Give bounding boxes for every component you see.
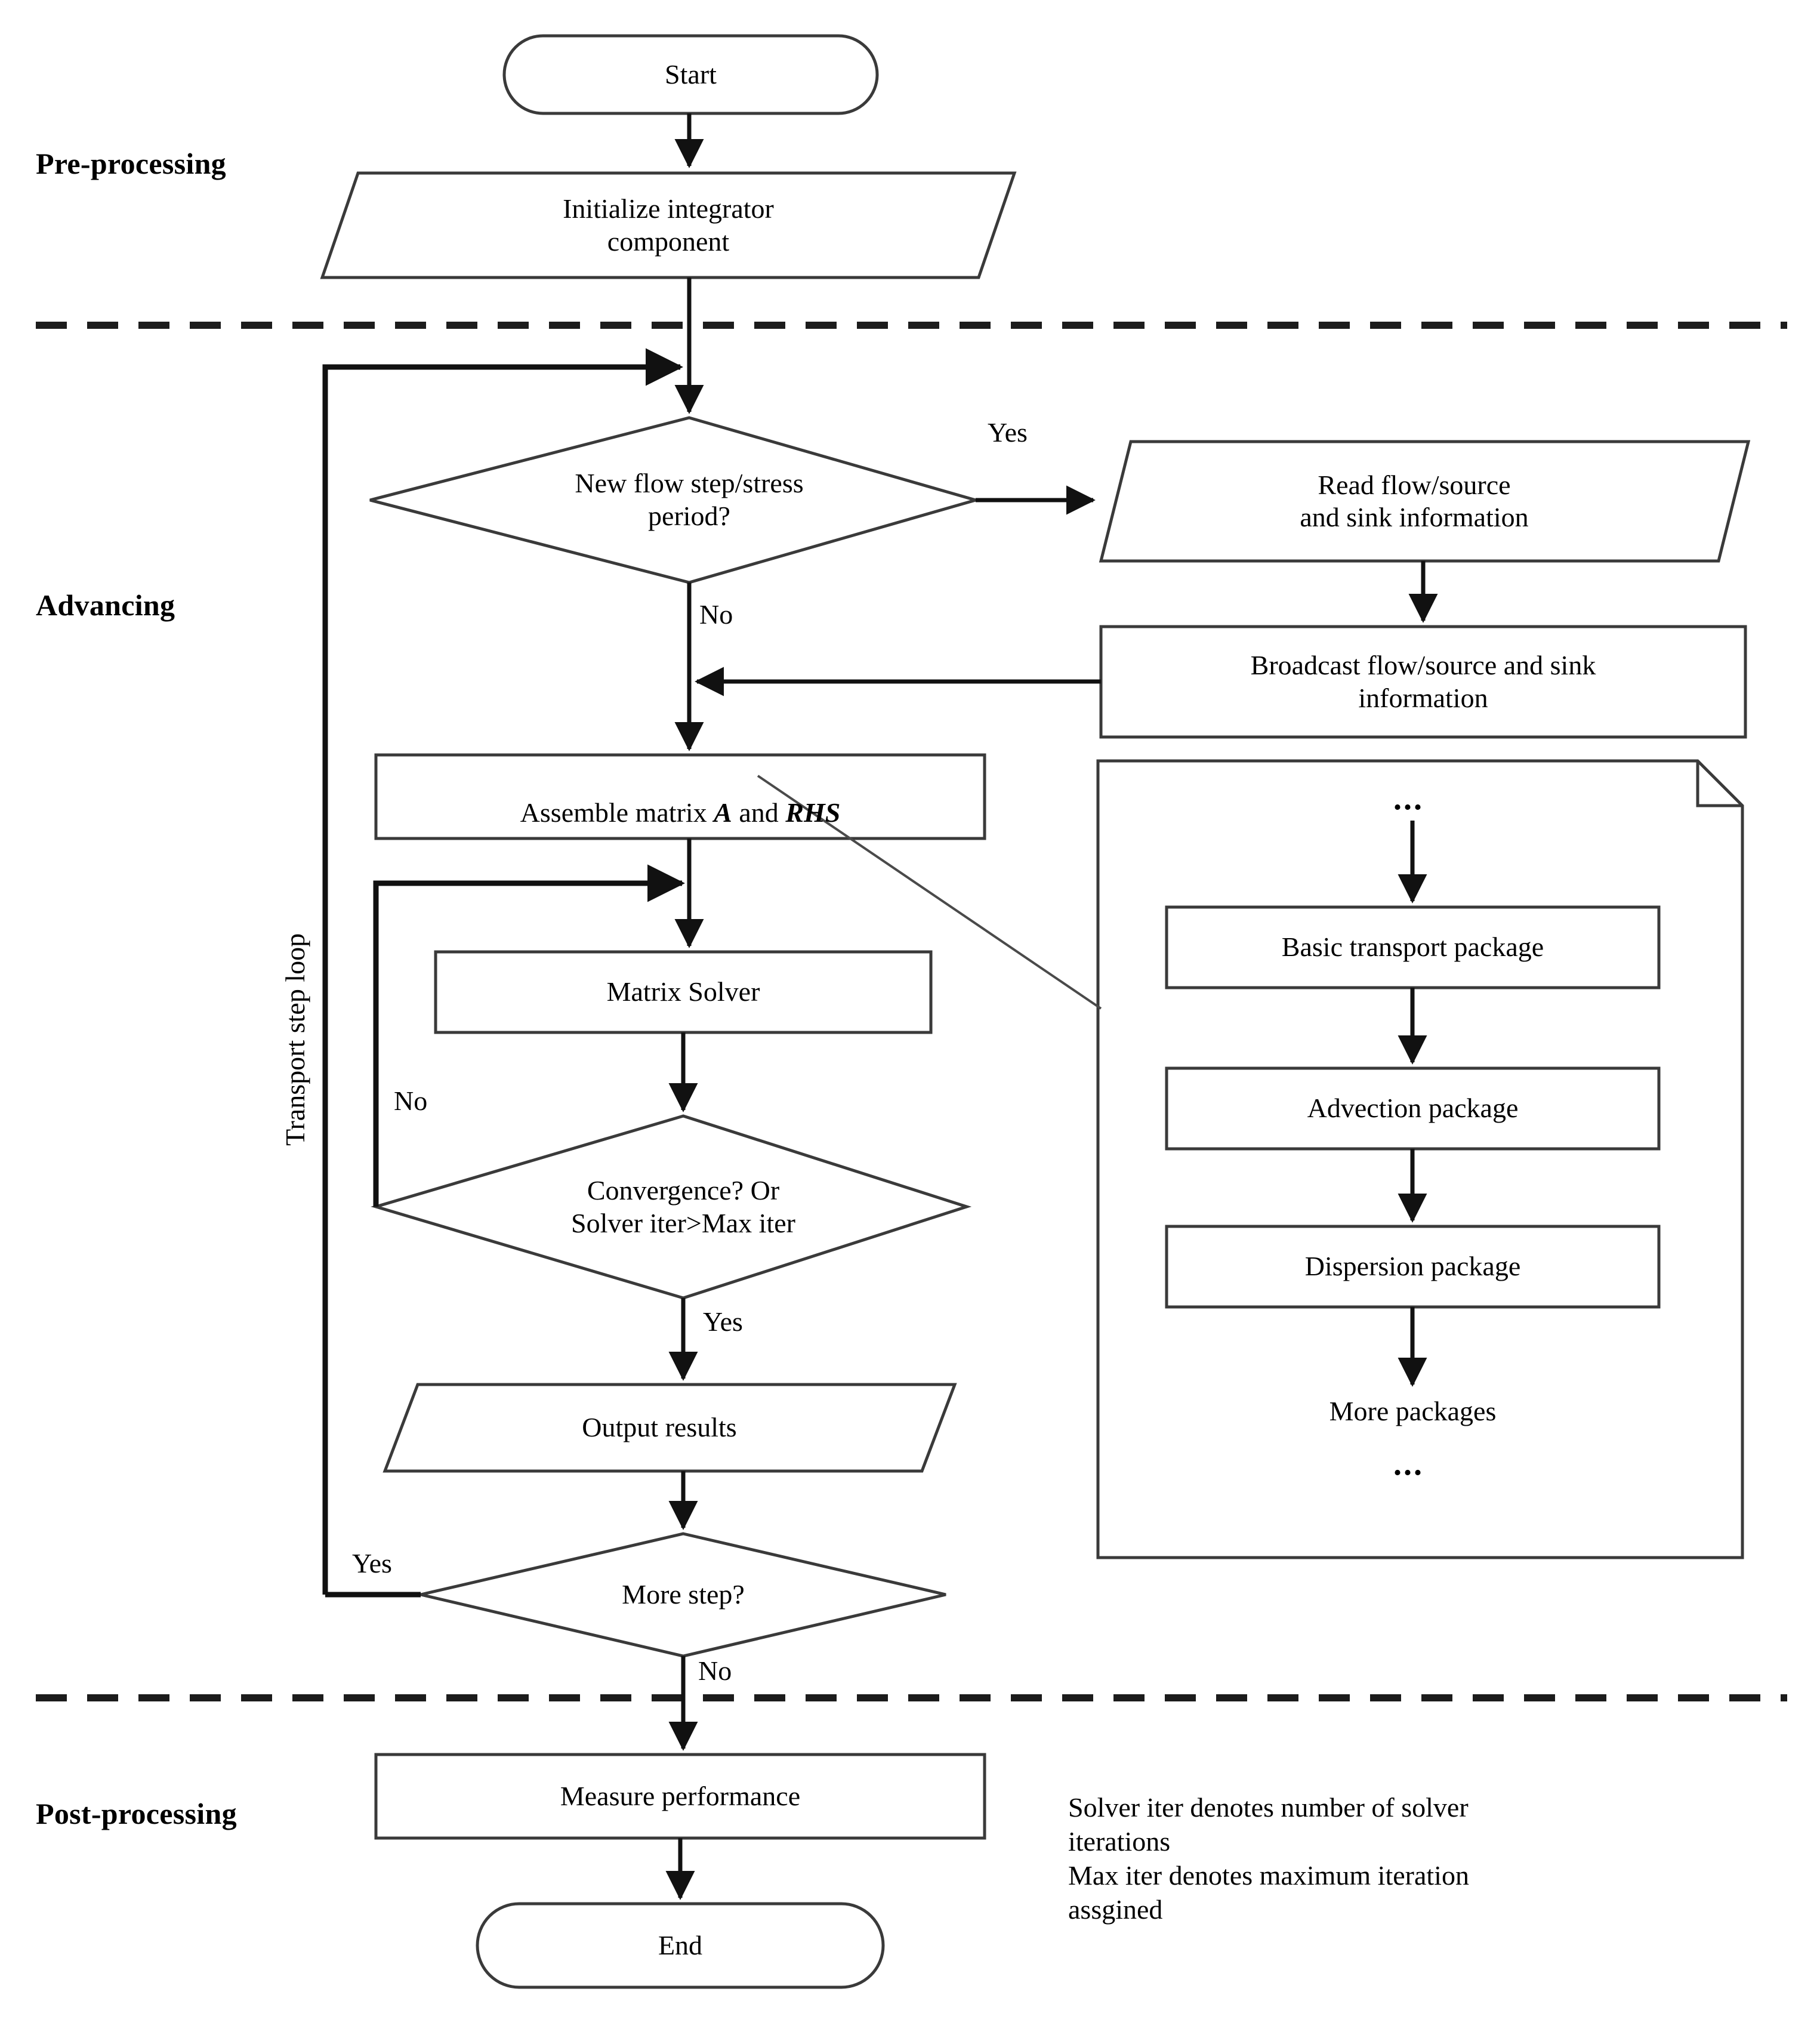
package-note-fold [1696, 761, 1742, 807]
edge-label-no-convergence: No [394, 1086, 428, 1116]
node-assemble-shape [374, 753, 986, 840]
node-convergence-shape [371, 1114, 972, 1300]
section-label-advancing: Advancing [36, 588, 175, 622]
edge-label-no-morestep: No [698, 1655, 732, 1686]
section-label-post-processing: Post-processing [36, 1797, 237, 1830]
edge-label-yes-morestep: Yes [352, 1548, 392, 1578]
edge-loopback-rail [322, 348, 684, 1595]
node-advection-pkg-shape [1165, 1066, 1661, 1151]
node-newflow-shape [369, 416, 982, 584]
edge-label-yes-newflow: Yes [988, 417, 1028, 448]
node-basic-pkg-shape [1165, 905, 1661, 989]
node-init-shape [320, 171, 1017, 279]
node-end-shape [476, 1902, 885, 1989]
edge-label-yes-convergence: Yes [703, 1306, 743, 1337]
legend-note: Solver iter denotes number of solver ite… [1068, 1792, 1469, 1925]
node-dispersion-pkg-shape [1165, 1225, 1661, 1309]
edge-label-no-newflow: No [699, 599, 733, 630]
node-measure-shape [374, 1753, 986, 1840]
edge-assemble-note-leader [757, 775, 1102, 1010]
node-morestep-shape [420, 1532, 946, 1658]
transport-step-loop-label: Transport step loop [280, 933, 310, 1146]
section-label-pre-processing: Pre-processing [36, 147, 226, 180]
ellipsis-top-icon: ... [1393, 780, 1424, 817]
package-note-container [1096, 759, 1744, 1559]
edge-convergence-retry [373, 864, 686, 1207]
node-solver-shape [434, 950, 933, 1034]
node-start-shape [502, 34, 879, 115]
ellipsis-bottom-icon: ... [1393, 1445, 1424, 1482]
node-readflow-shape [1099, 440, 1751, 563]
node-broadcast-shape [1099, 625, 1747, 739]
node-output-shape [382, 1383, 957, 1473]
